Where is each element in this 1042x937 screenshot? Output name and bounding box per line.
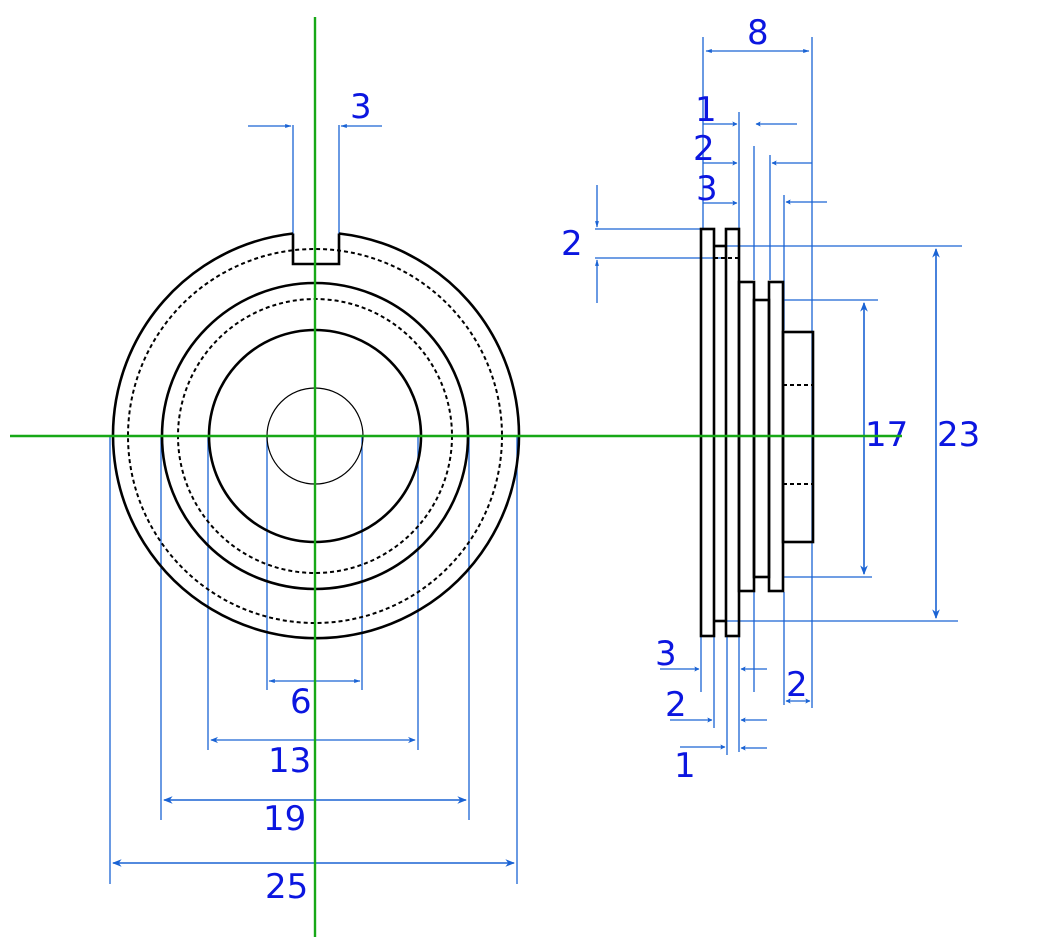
bottom-step-1-label: 1 <box>674 746 696 786</box>
hub-width-2-label: 2 <box>786 665 808 705</box>
width-8-label: 8 <box>747 13 769 53</box>
diameter-6-label: 6 <box>290 682 312 722</box>
side-extension-lines <box>595 37 962 755</box>
slot-width-label: 3 <box>350 87 372 127</box>
bottom-step-3-label: 3 <box>655 634 677 674</box>
offset-2-label: 2 <box>561 224 583 264</box>
diameter-19-label: 19 <box>263 799 306 839</box>
top-step-2-label: 2 <box>693 129 715 169</box>
height-23-label: 23 <box>937 415 980 455</box>
side-part-outline <box>699 227 815 638</box>
diameter-25-label: 25 <box>265 867 308 907</box>
top-step-1-label: 1 <box>695 90 717 130</box>
side-view: 8 1 2 3 2 17 23 3 2 1 2 <box>561 13 980 786</box>
front-extension-lines <box>109 125 518 884</box>
top-step-3-label: 3 <box>696 169 718 209</box>
diameter-13-label: 13 <box>268 741 311 781</box>
bottom-step-2-label: 2 <box>665 685 687 725</box>
